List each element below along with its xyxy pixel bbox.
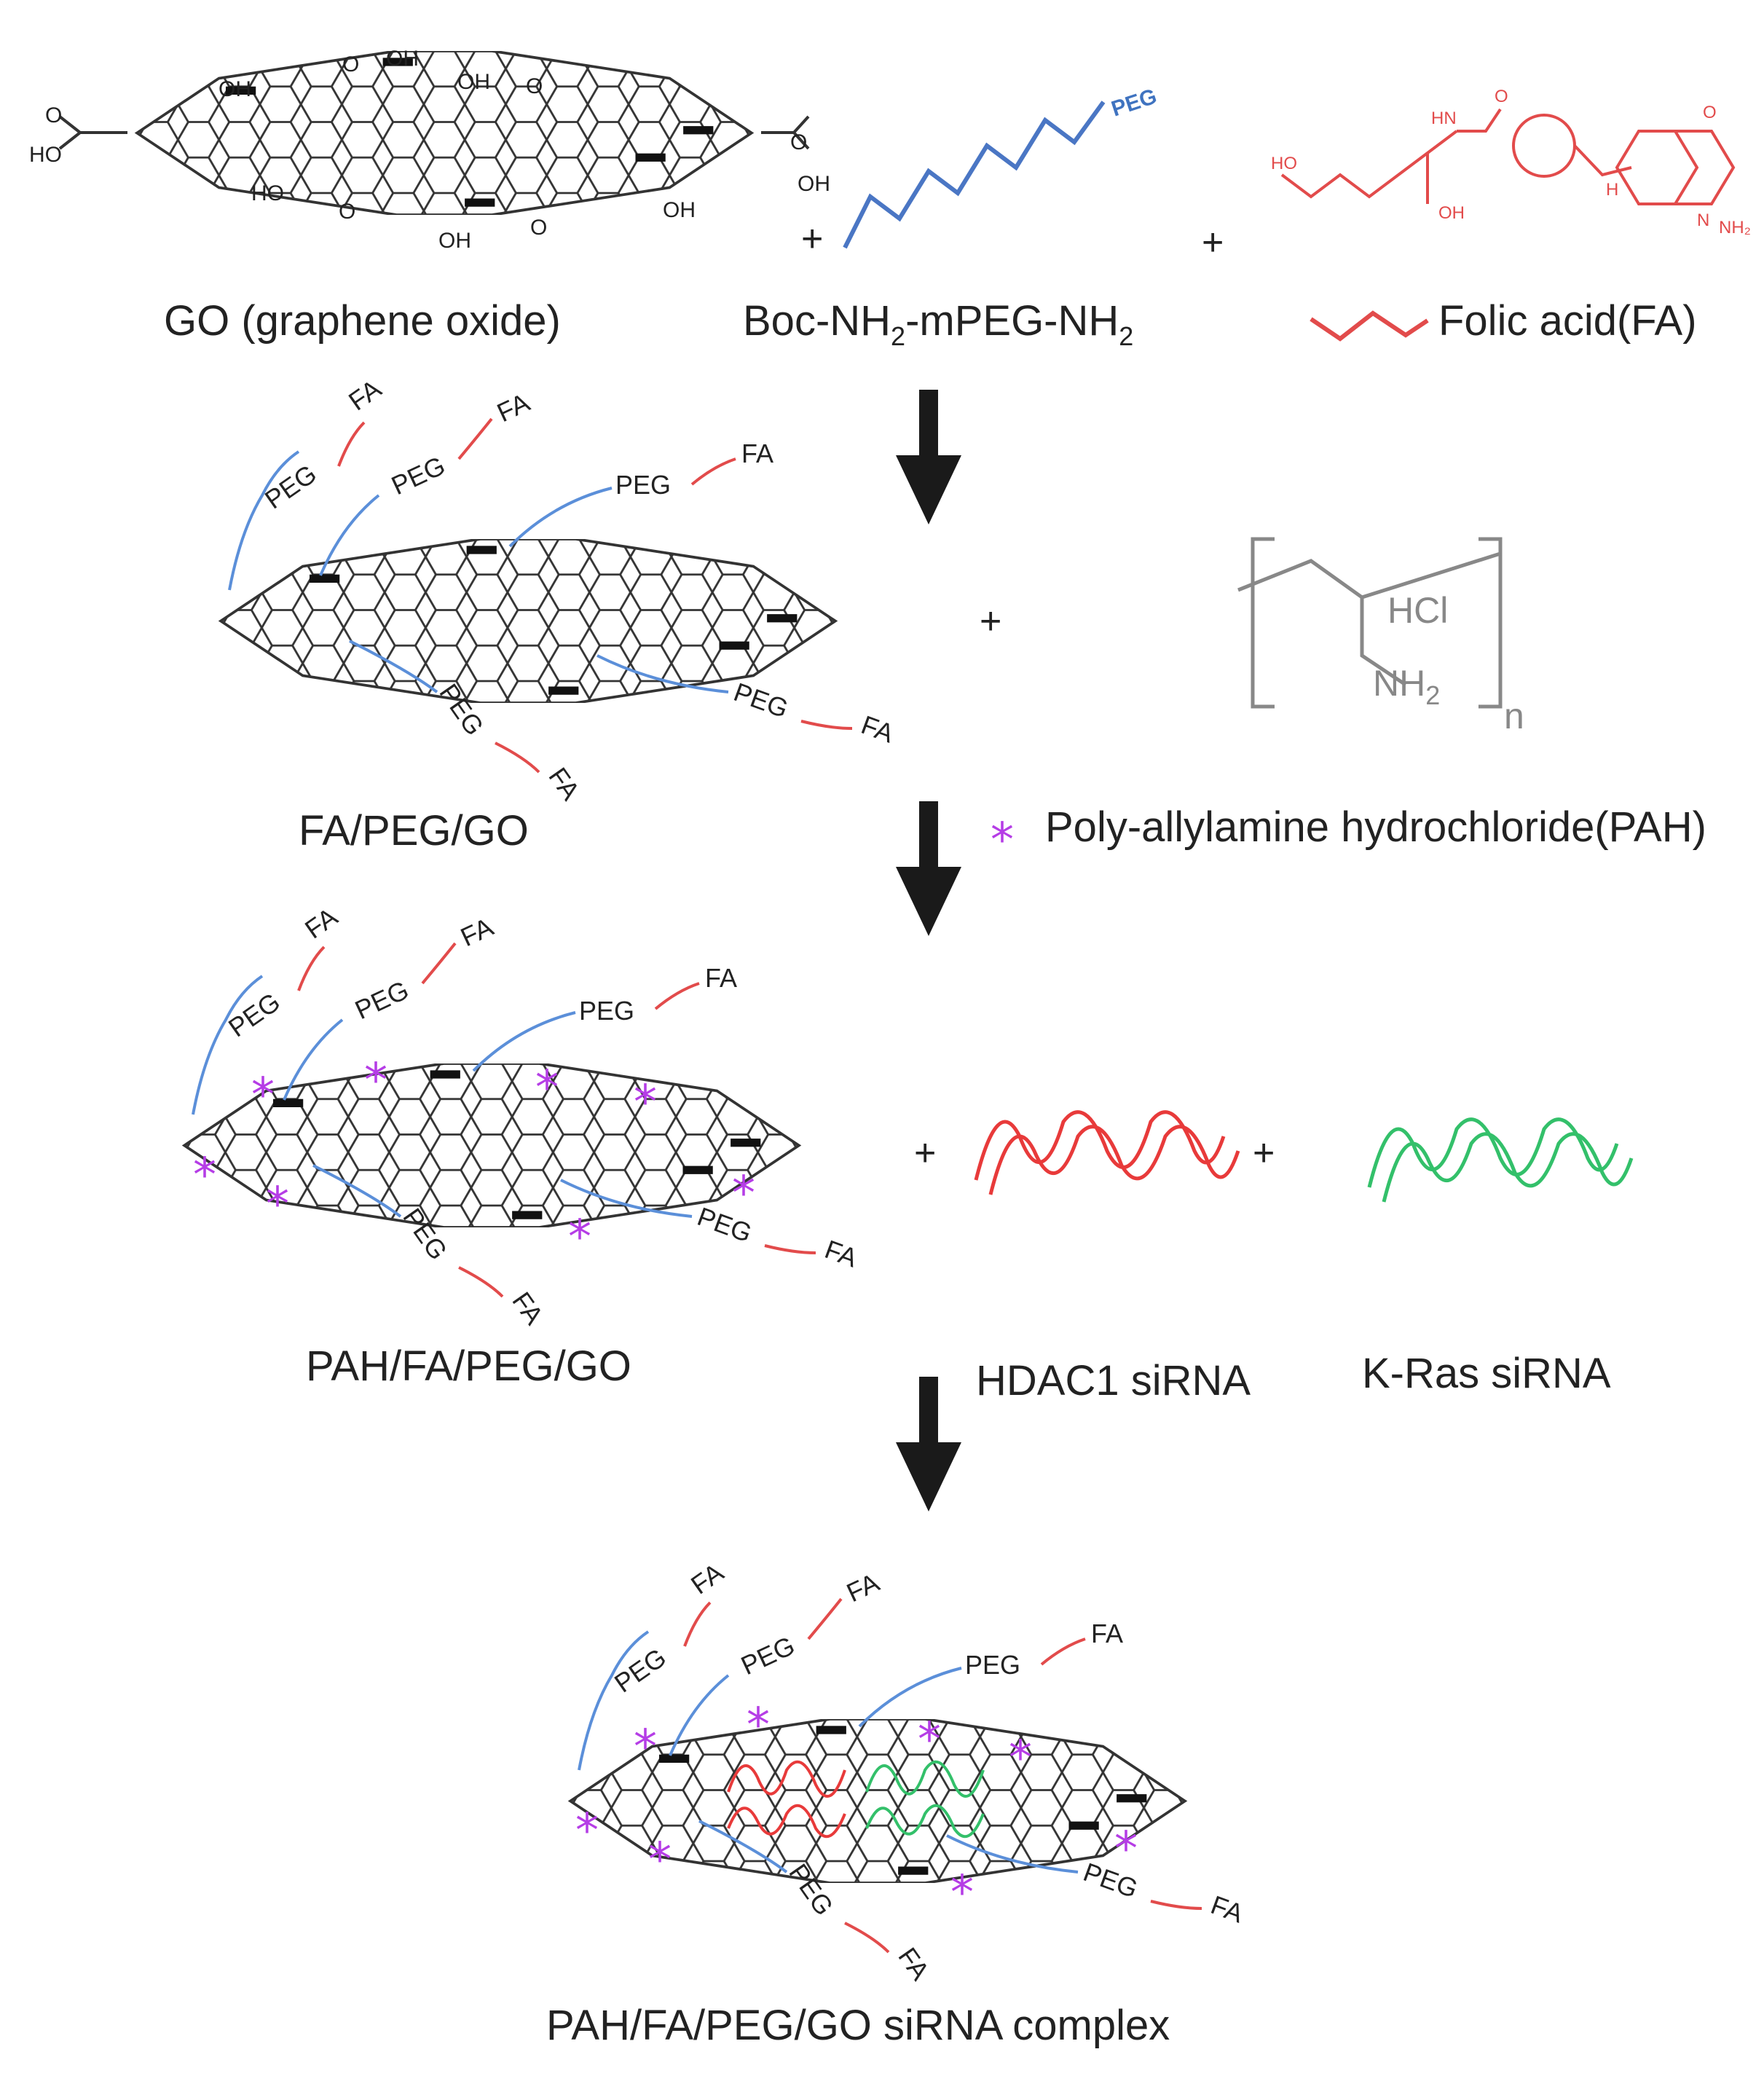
fa-chain-label: FA (543, 762, 586, 806)
go-oh-label: OH (457, 70, 490, 94)
go-structure: O HO O OH OH OH O OH O HO O OH O OH (29, 47, 830, 253)
hdac1-sirna-helix (974, 1110, 1240, 1195)
go-ho-label: HO (29, 143, 62, 167)
go-o-label: O (526, 74, 543, 98)
fa-atom-label: O (1495, 87, 1508, 106)
peg-structure: PEG (843, 84, 1159, 249)
pah-star-icon: * (251, 1069, 275, 1122)
go-o-label: O (339, 200, 355, 224)
pah-star-icon: * (747, 1699, 770, 1753)
fa-atom-label: OH (1438, 203, 1465, 223)
pah-stars-row4: * * * * * * * * (575, 1699, 1138, 1920)
fa-chain-label: FA (456, 911, 497, 952)
pah-star-icon: * (364, 1054, 387, 1108)
plus-sign: + (1253, 1132, 1275, 1174)
fa-atom-label: HN (1431, 109, 1457, 128)
pah-star-icon: * (634, 1076, 657, 1130)
fa-chain-label: FA (492, 387, 534, 428)
fa-atom-label: NH₂ (1719, 218, 1751, 237)
hcl-label: HCl (1387, 590, 1448, 631)
fa-atom-label: O (1703, 103, 1717, 122)
pah-star-icon: * (1009, 1731, 1032, 1785)
fa-chain-label: FA (1207, 1890, 1247, 1929)
go-ho-label: HO (251, 181, 284, 205)
peg-chain-label: PEG (736, 1630, 799, 1680)
pah-star-icon: * (266, 1178, 289, 1232)
arrow-1 (896, 390, 961, 524)
kras-label: K-Ras siRNA (1362, 1350, 1611, 1397)
plus-sign: + (1202, 221, 1224, 264)
fa-atom-label: H (1606, 180, 1618, 200)
pah-star-icon: * (648, 1833, 672, 1887)
arrow-3 (896, 1377, 961, 1511)
fa-chain-label: FA (299, 902, 343, 945)
peg-chain-label: PEG (730, 677, 792, 724)
pah-star-icon: * (634, 1721, 657, 1774)
fa-peg-go-structure: PEG FA PEG FA PEG FA PEG FA PEG FA (221, 374, 898, 806)
pah-star-icon: * (950, 1866, 974, 1920)
go-oh-label: OH (663, 198, 696, 222)
pah-fa-peg-go-structure: PEG FA PEG FA PEG FA PEG FA PEG FA (184, 902, 862, 1330)
fa-chain-label: FA (842, 1567, 883, 1608)
pah-legend-label: Poly-allylamine hydrochloride(PAH) (1045, 803, 1706, 851)
peg-chain-label: PEG (609, 1642, 672, 1698)
complex-label: PAH/FA/PEG/GO siRNA complex (546, 2002, 1170, 2049)
go-oh-label: OH (798, 172, 830, 196)
peg-chain-label: PEG (259, 458, 322, 514)
pah-stars-row3: * * * * * * * * (193, 1054, 755, 1265)
go-o-label: O (342, 52, 359, 76)
fa-peg-go-label: FA/PEG/GO (299, 807, 529, 854)
pah-star-icon: * (1114, 1823, 1138, 1876)
go-o-label: O (790, 130, 807, 154)
pah-polymer-structure (1237, 537, 1503, 709)
peg-chain-label: PEG (387, 450, 449, 500)
nh2-label: NH2 (1373, 663, 1440, 710)
fa-chain-label: FA (821, 1234, 861, 1273)
fa-chain-label: FA (741, 439, 773, 468)
boc-peg-label: Boc-NH2-mPEG-NH2 (743, 297, 1133, 351)
fa-atom-label: N (1697, 211, 1709, 230)
peg-label: PEG (1109, 84, 1159, 122)
folic-acid-atoms: HO OH HN O H O N NH₂ (1271, 87, 1751, 237)
fa-chain-label: FA (506, 1286, 549, 1330)
go-o-label: O (45, 103, 62, 127)
pah-star-icon: * (568, 1211, 591, 1265)
pah-star-icon: * (918, 1713, 941, 1767)
plus-sign: + (980, 600, 1001, 642)
go-oh-label: OH (438, 229, 471, 253)
folic-acid-structure (1280, 108, 1736, 205)
go-o-label: O (530, 216, 547, 240)
go-label: GO (graphene oxide) (164, 297, 561, 345)
pah-star-icon: * (535, 1061, 559, 1115)
plus-sign: + (801, 218, 823, 260)
repeat-n-label: n (1504, 696, 1524, 736)
fa-chain-label: FA (705, 963, 737, 993)
plus-sign: + (914, 1132, 936, 1174)
pah-fa-peg-go-label: PAH/FA/PEG/GO (306, 1342, 631, 1390)
hdac1-label: HDAC1 siRNA (976, 1357, 1251, 1404)
fa-chain-label: FA (685, 1557, 729, 1600)
fa-legend-line (1310, 310, 1429, 342)
go-oh-label: OH (386, 47, 419, 71)
fa-chain-label: FA (343, 374, 387, 417)
peg-chain-label: PEG (223, 986, 286, 1042)
peg-chain-label: PEG (350, 975, 413, 1025)
fa-chain-label: FA (1091, 1619, 1123, 1648)
pah-star-icon: * (193, 1149, 216, 1203)
kras-sirna-helix (1367, 1117, 1634, 1203)
pah-star-icon: * (575, 1804, 599, 1858)
peg-chain-label: PEG (579, 996, 634, 1026)
peg-chain-label: PEG (615, 470, 671, 500)
complex-structure: PEG FA PEG FA PEG FA PEG FA PEG FA (570, 1557, 1248, 1986)
go-oh-label: OH (218, 77, 251, 101)
fa-chain-label: FA (857, 709, 897, 749)
peg-chain-label: PEG (965, 1650, 1020, 1680)
fa-atom-label: HO (1271, 154, 1297, 173)
fa-chain-label: FA (892, 1942, 935, 1986)
pah-star-icon: * (991, 814, 1014, 868)
fa-label: Folic acid(FA) (1438, 297, 1697, 345)
pah-star-icon: * (732, 1167, 755, 1221)
arrow-2 (896, 801, 961, 936)
